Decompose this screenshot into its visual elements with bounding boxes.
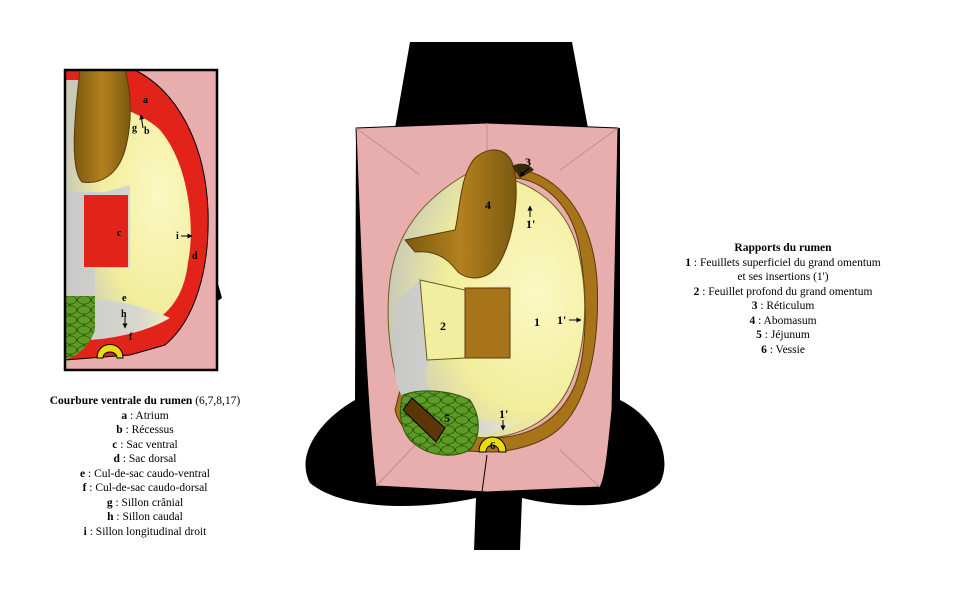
bladder [478, 436, 507, 453]
inset-label-d: d [192, 251, 198, 262]
left-legend-title-suffix: (6,7,8,17) [192, 395, 241, 407]
label-3: 3 [525, 155, 531, 169]
deep-omentum-strip [464, 287, 511, 359]
left-legend-item: i : Sillon longitudinal droit [83, 525, 207, 538]
inset-abomasum [73, 70, 131, 184]
inset-label-b: b [144, 126, 150, 137]
right-legend-item: 2 : Feuillet profond du grand omentum [693, 285, 873, 298]
label-5: 5 [444, 411, 450, 425]
right-legend-item: 5 : Jéjunum [756, 329, 810, 341]
label-1: 1 [534, 315, 540, 329]
inset-label-f: f [129, 332, 133, 343]
inset-label-e: e [122, 293, 127, 304]
inset-label-c: c [117, 228, 122, 239]
jejunum-band [402, 397, 446, 443]
right-legend-item: 6 : Vessie [761, 343, 805, 356]
left-legend-item: b : Récessus [116, 424, 174, 436]
omentum-seam [481, 454, 488, 493]
label-1p-top: 1' [526, 217, 535, 231]
label-6: 6 [490, 440, 496, 452]
main-figure: 1 1' 1' 1' 2 3 4 5 6 [305, 42, 665, 550]
arrow-3 [519, 167, 530, 177]
right-legend-title: Rapports du rumen [734, 242, 832, 254]
inset-arrow-g [139, 114, 145, 129]
inset-jejunum [65, 296, 95, 360]
inset-label-g: g [132, 123, 137, 134]
inset-frame [63, 68, 219, 372]
right-legend-item: et ses insertions (1') [737, 271, 829, 283]
right-legend: Rapports du rumen 1 : Feuillets superfic… [663, 241, 903, 357]
left-legend-title-row: Courbure ventrale du rumen (6,7,8,17) [20, 394, 270, 409]
inset-ventral-curvature: a b c d e f g h i [63, 68, 222, 372]
left-legend-item: g : Sillon crânial [106, 496, 184, 509]
label-4: 4 [485, 198, 491, 212]
left-legend-item: e : Cul-de-sac caudo-ventral [80, 467, 210, 480]
inset-label-a: a [143, 95, 148, 106]
right-legend-item: 1 : Feuillets superficiel du grand oment… [685, 256, 881, 269]
inset-label-i: i [176, 231, 179, 242]
label-1p-bottom: 1' [499, 407, 508, 421]
label-2: 2 [440, 319, 446, 333]
abomasum [404, 149, 517, 279]
label-1p-right: 1' [557, 313, 566, 327]
left-legend-item: f : Cul-de-sac caudo-dorsal [82, 482, 208, 494]
inset-label-h: h [121, 309, 127, 320]
left-legend-item: h : Sillon caudal [107, 511, 183, 523]
right-legend-item: 4 : Abomasum [749, 314, 817, 327]
left-legend-item: d : Sac dorsal [113, 453, 177, 465]
left-legend: Courbure ventrale du rumen (6,7,8,17) a … [20, 394, 270, 539]
inset-bladder [96, 344, 124, 359]
right-legend-item: 3 : Réticulum [751, 300, 815, 312]
left-legend-title: Courbure ventrale du rumen [49, 395, 193, 407]
reticulum [512, 163, 534, 178]
left-legend-item: a : Atrium [121, 409, 169, 422]
left-legend-item: c : Sac ventral [112, 438, 178, 451]
inset-ventral-sac [84, 195, 128, 267]
